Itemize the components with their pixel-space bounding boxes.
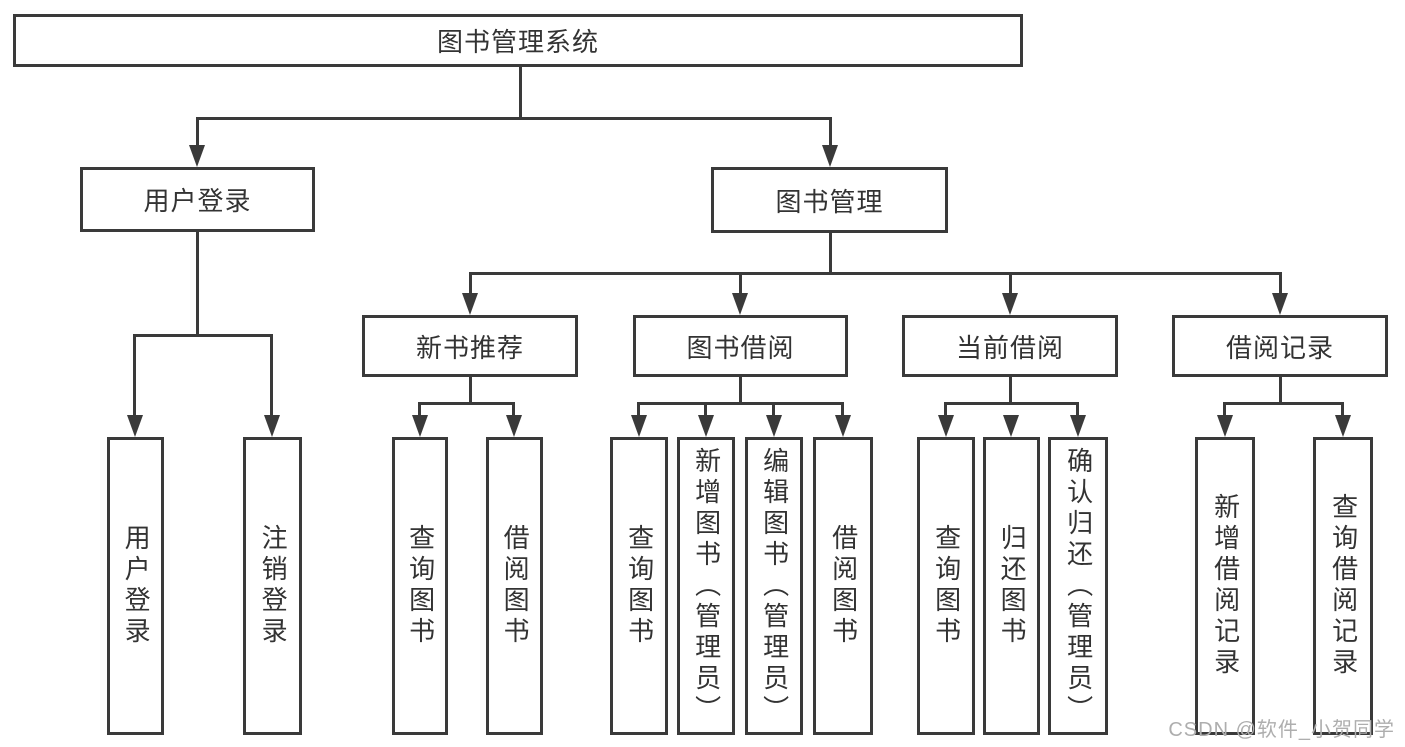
- arrow-down-icon: [127, 415, 143, 437]
- arrow-down-icon: [264, 415, 280, 437]
- arrow-down-icon: [631, 415, 647, 437]
- leaf-add-borrow-record-label: 新增借阅记录: [1210, 493, 1241, 679]
- node-borrowing-records: 借阅记录: [1172, 315, 1388, 377]
- connector-line: [772, 402, 775, 418]
- node-system-root-label: 图书管理系统: [436, 27, 599, 57]
- connector-line: [944, 402, 1079, 405]
- connector-line: [418, 402, 515, 405]
- leaf-borrowing-query-books-label: 查询图书: [624, 524, 655, 648]
- leaf-current-query-books: 查询图书: [917, 437, 975, 735]
- node-system-root: 图书管理系统: [13, 14, 1023, 67]
- leaf-return-books-label: 归还图书: [997, 524, 1028, 648]
- connector-line: [739, 377, 742, 404]
- node-borrowing-records-label: 借阅记录: [1225, 332, 1334, 363]
- leaf-user-login: 用户登录: [107, 437, 164, 735]
- connector-line: [519, 67, 522, 118]
- node-book-borrowing-label: 图书借阅: [686, 332, 795, 363]
- connector-line: [1279, 377, 1282, 404]
- connector-line: [1009, 272, 1012, 295]
- arrow-down-icon: [1070, 415, 1086, 437]
- node-current-borrowing: 当前借阅: [902, 315, 1118, 377]
- leaf-add-borrow-record: 新增借阅记录: [1195, 437, 1255, 735]
- arrow-down-icon: [938, 415, 954, 437]
- leaf-edit-books-admin: 编辑图书（管理员）: [745, 437, 803, 735]
- leaf-add-books-admin: 新增图书（管理员）: [677, 437, 735, 735]
- arrow-down-icon: [1335, 415, 1351, 437]
- node-book-management: 图书管理: [711, 167, 948, 233]
- leaf-return-books: 归还图书: [983, 437, 1040, 735]
- leaf-current-query-books-label: 查询图书: [931, 524, 962, 648]
- node-user-login: 用户登录: [80, 167, 315, 232]
- connector-line: [270, 334, 273, 417]
- connector-line: [1076, 402, 1079, 418]
- leaf-add-books-admin-label: 新增图书（管理员）: [691, 446, 722, 726]
- leaf-recommend-borrow-books: 借阅图书: [486, 437, 543, 735]
- connector-line: [841, 402, 844, 418]
- connector-line: [637, 402, 844, 405]
- connector-line: [829, 233, 832, 274]
- watermark: CSDN @软件_小贺同学: [1168, 719, 1395, 741]
- leaf-recommend-borrow-books-label: 借阅图书: [500, 524, 531, 648]
- connector-line: [1009, 377, 1012, 404]
- connector-line: [739, 272, 742, 295]
- connector-line: [196, 232, 199, 335]
- node-user-login-label: 用户登录: [143, 186, 252, 216]
- node-new-book-recommendation-label: 新书推荐: [415, 332, 524, 363]
- connector-line: [1223, 402, 1344, 405]
- connector-line: [637, 402, 640, 418]
- connector-line: [704, 402, 707, 418]
- leaf-borrowing-query-books: 查询图书: [610, 437, 668, 735]
- arrow-down-icon: [732, 293, 748, 315]
- arrow-down-icon: [506, 415, 522, 437]
- arrow-down-icon: [698, 415, 714, 437]
- connector-line: [469, 377, 472, 404]
- leaf-logout: 注销登录: [243, 437, 302, 735]
- leaf-recommend-query-books-label: 查询图书: [405, 524, 436, 648]
- arrow-down-icon: [822, 145, 838, 167]
- arrow-down-icon: [835, 415, 851, 437]
- connector-line: [469, 272, 1282, 275]
- arrow-down-icon: [189, 145, 205, 167]
- connector-line: [469, 272, 472, 295]
- leaf-logout-label: 注销登录: [258, 524, 289, 648]
- leaf-query-borrow-record: 查询借阅记录: [1313, 437, 1373, 735]
- leaf-confirm-return-admin-label: 确认归还（管理员）: [1063, 446, 1094, 726]
- arrow-down-icon: [1003, 415, 1019, 437]
- connector-line: [133, 334, 136, 417]
- arrow-down-icon: [1217, 415, 1233, 437]
- connector-line: [133, 334, 273, 337]
- node-current-borrowing-label: 当前借阅: [955, 332, 1064, 363]
- arrow-down-icon: [1002, 293, 1018, 315]
- arrow-down-icon: [412, 415, 428, 437]
- arrow-down-icon: [766, 415, 782, 437]
- connector-line: [1341, 402, 1344, 418]
- leaf-edit-books-admin-label: 编辑图书（管理员）: [759, 446, 790, 726]
- connector-line: [829, 117, 832, 150]
- connector-line: [196, 117, 832, 120]
- node-book-management-label: 图书管理: [775, 186, 884, 217]
- leaf-confirm-return-admin: 确认归还（管理员）: [1048, 437, 1108, 735]
- leaf-recommend-query-books: 查询图书: [392, 437, 448, 735]
- connector-line: [944, 402, 947, 418]
- leaf-borrowing-borrow-books: 借阅图书: [813, 437, 873, 735]
- leaf-borrowing-borrow-books-label: 借阅图书: [828, 524, 859, 648]
- connector-line: [418, 402, 421, 418]
- leaf-user-login-label: 用户登录: [121, 524, 152, 648]
- arrow-down-icon: [1272, 293, 1288, 315]
- leaf-query-borrow-record-label: 查询借阅记录: [1328, 493, 1359, 679]
- connector-line: [512, 402, 515, 418]
- node-book-borrowing: 图书借阅: [633, 315, 848, 377]
- connector-line: [1279, 272, 1282, 295]
- arrow-down-icon: [462, 293, 478, 315]
- connector-line: [196, 117, 199, 150]
- node-new-book-recommendation: 新书推荐: [362, 315, 578, 377]
- connector-line: [1223, 402, 1226, 418]
